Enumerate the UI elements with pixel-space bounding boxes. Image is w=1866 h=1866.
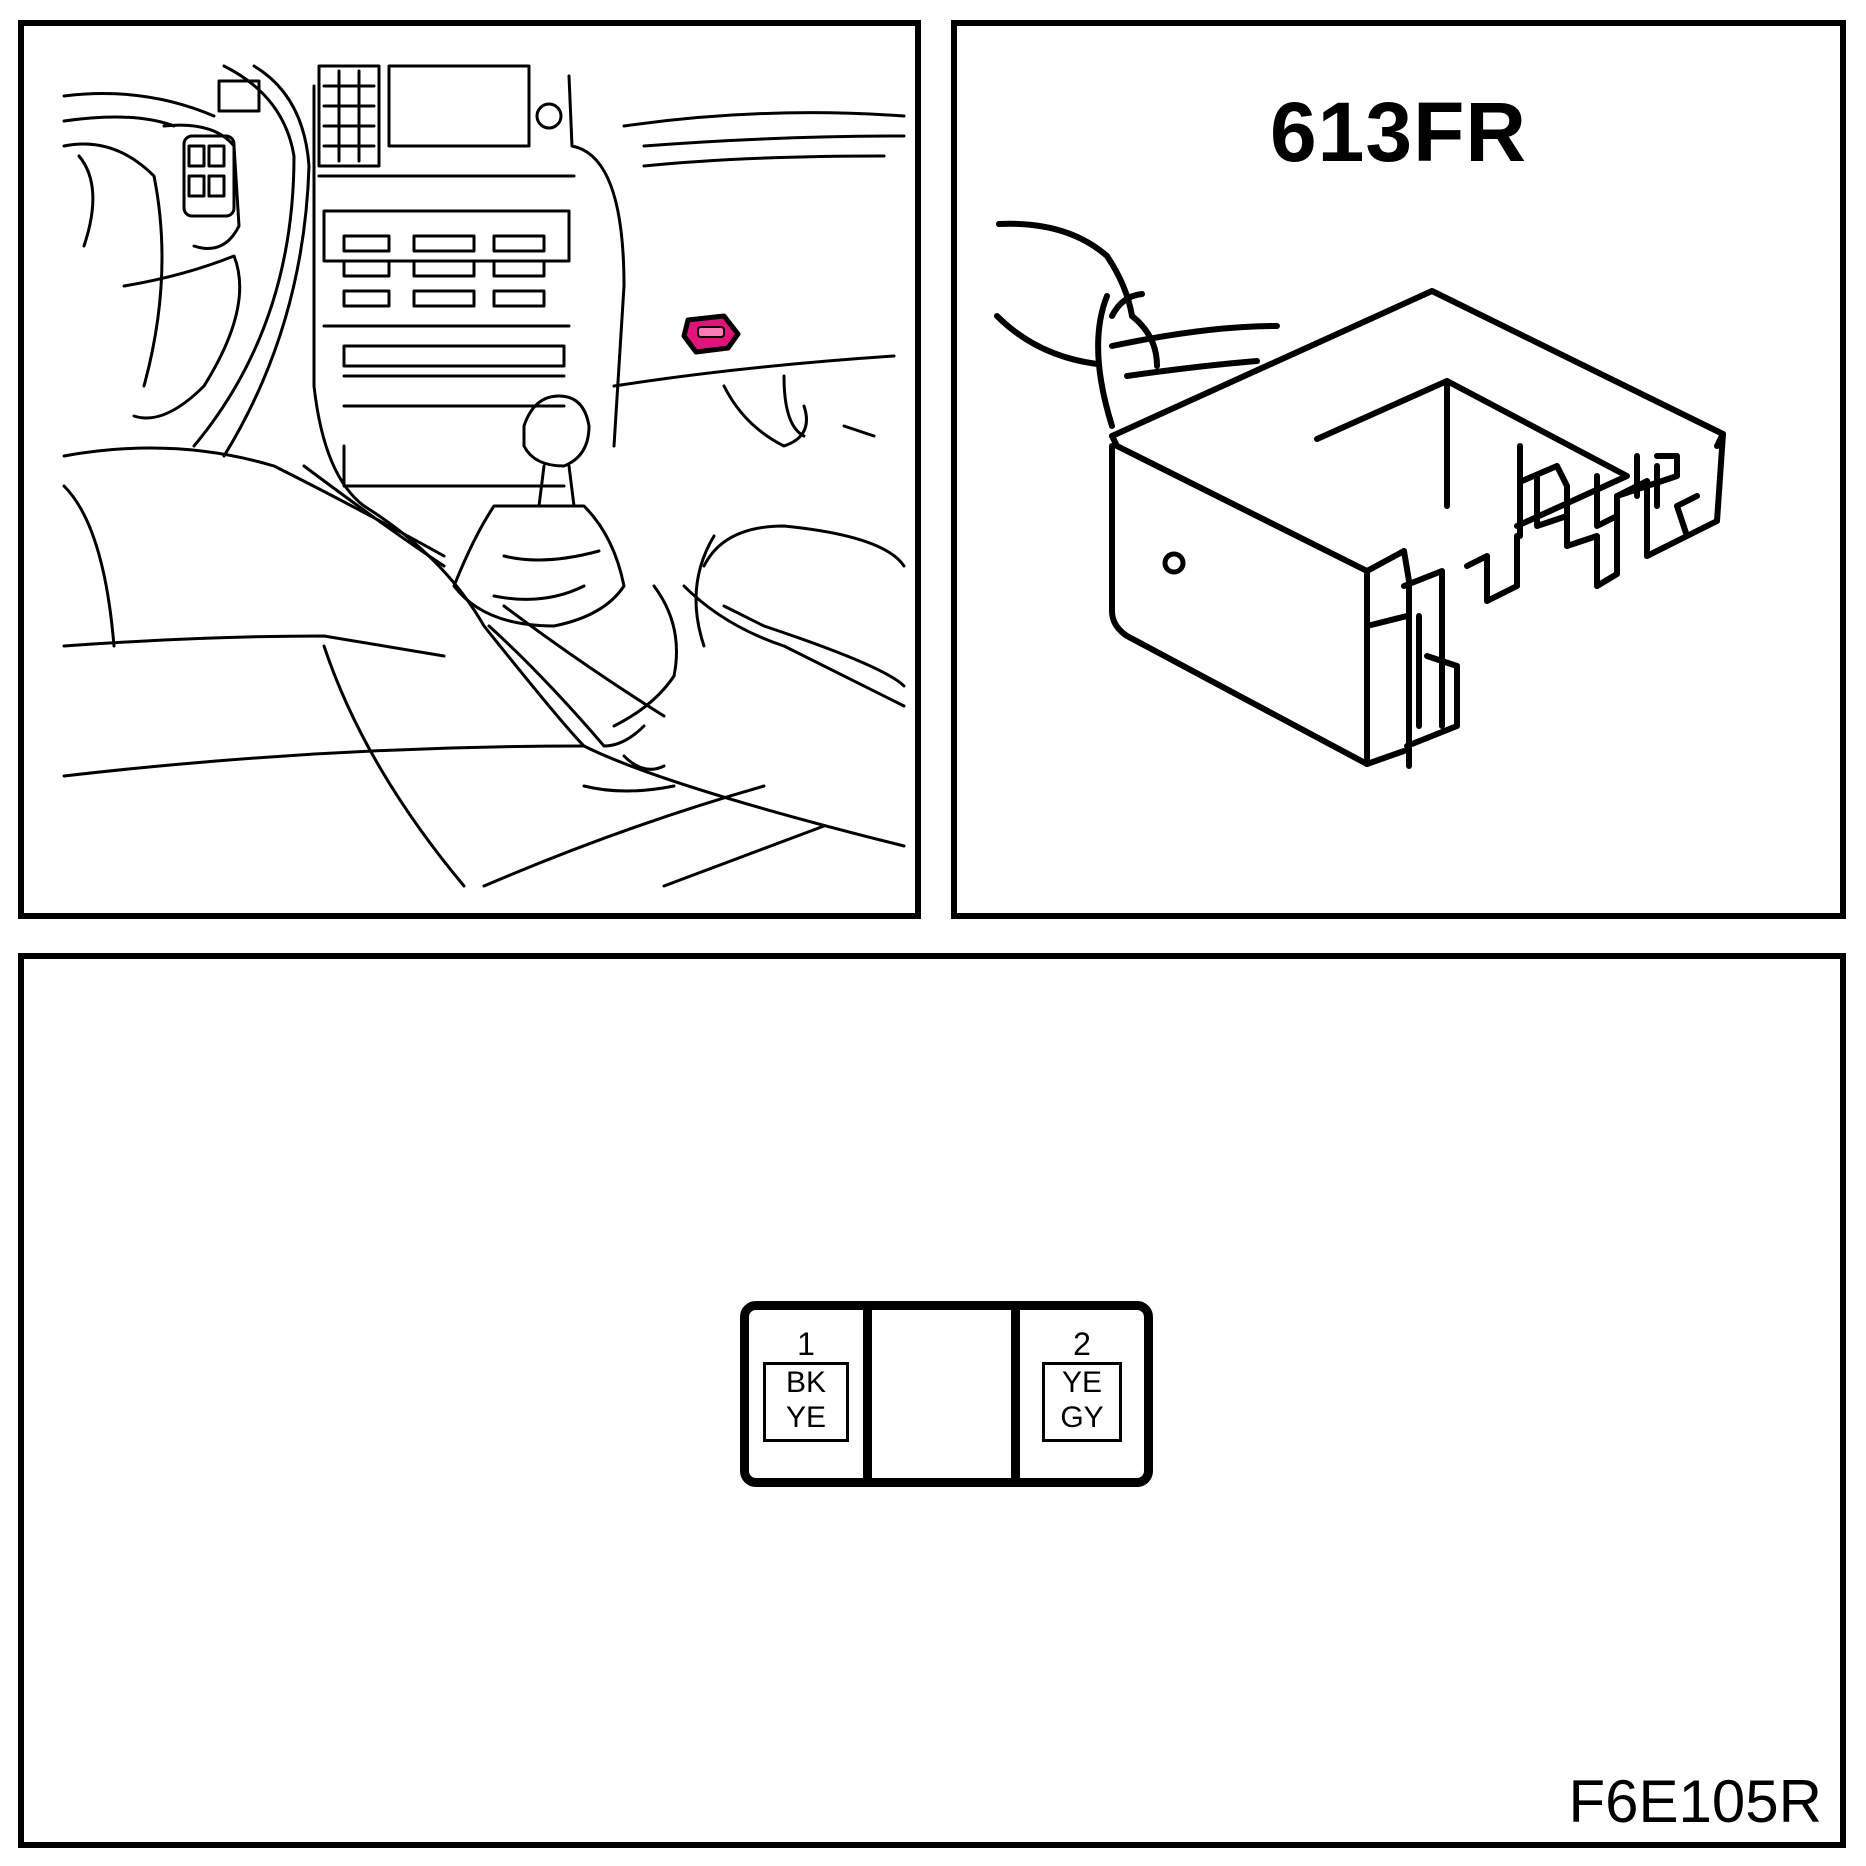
cavity-empty — [872, 1310, 1020, 1478]
pin-number: 2 — [1073, 1326, 1091, 1362]
cavity-pin-2: 2 YE GY — [1020, 1310, 1144, 1478]
pin-number: 1 — [797, 1326, 815, 1362]
figure-code: F6E105R — [1568, 1768, 1822, 1835]
wire-color-box: YE GY — [1042, 1362, 1122, 1442]
connector-id-label: 613FR — [1269, 85, 1528, 179]
wire-color-primary: BK — [785, 1366, 827, 1399]
wire-color-secondary: YE — [785, 1401, 827, 1434]
connector-face: 1 BK YE 2 YE GY — [740, 1301, 1153, 1487]
wire-color-primary: YE — [1061, 1366, 1103, 1399]
cavity-pin-1: 1 BK YE — [749, 1310, 872, 1478]
pinout-panel: 1 BK YE 2 YE GY F6E105R — [18, 953, 1846, 1848]
dashboard-location-icon — [62, 64, 906, 888]
component-panel: 613FR — [951, 20, 1846, 919]
location-panel — [18, 20, 921, 919]
wire-color-box: BK YE — [763, 1362, 849, 1442]
wire-color-secondary: GY — [1060, 1401, 1104, 1434]
connector-housing-icon — [994, 220, 1726, 769]
